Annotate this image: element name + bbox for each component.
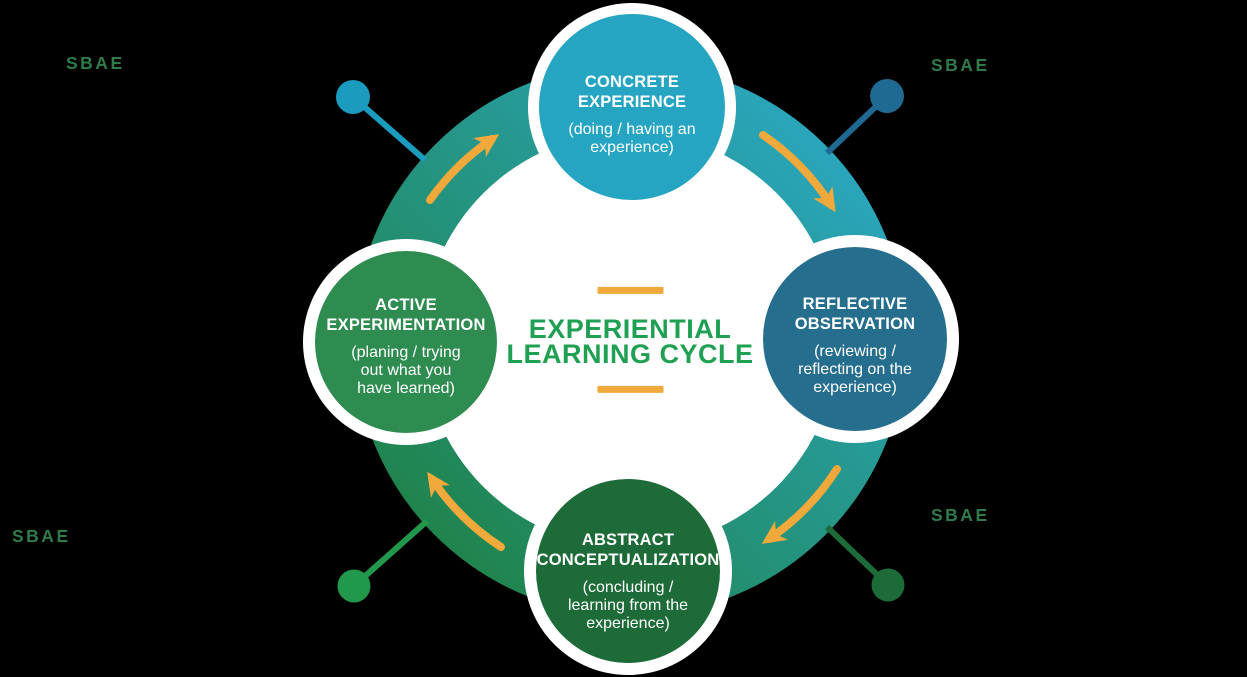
node-circle-concrete-experience [539,14,725,200]
arrow-left-to-top-icon [426,134,500,204]
node-circle-active-experimentation [315,251,497,433]
callout-dot-top-right [870,79,904,113]
center-title-block: EXPERIENTIAL LEARNING CYCLE [506,286,754,394]
cycle-inner-disc [422,132,838,548]
title-dash-bottom [596,386,663,394]
sbae-label-bottom-left: SBAE [12,526,71,546]
callout-dot-bottom-left [337,569,371,603]
page-title: EXPERIENTIAL LEARNING CYCLE [506,313,754,369]
arrow-bottom-to-left-icon [427,471,505,551]
arrow-top-to-right-icon [759,131,836,213]
callout-dot-bottom-right [871,568,905,602]
title-dash-top [596,286,663,294]
sbae-label-bottom-right: SBAE [931,505,990,525]
node-circle-abstract-conceptualization [536,479,720,663]
sbae-label-top-right: SBAE [931,55,990,75]
arrow-right-to-bottom-icon [761,465,841,544]
callout-dot-top-left [336,80,370,114]
sbae-label-top-left: SBAE [66,53,125,73]
node-circle-reflective-observation [763,247,947,431]
